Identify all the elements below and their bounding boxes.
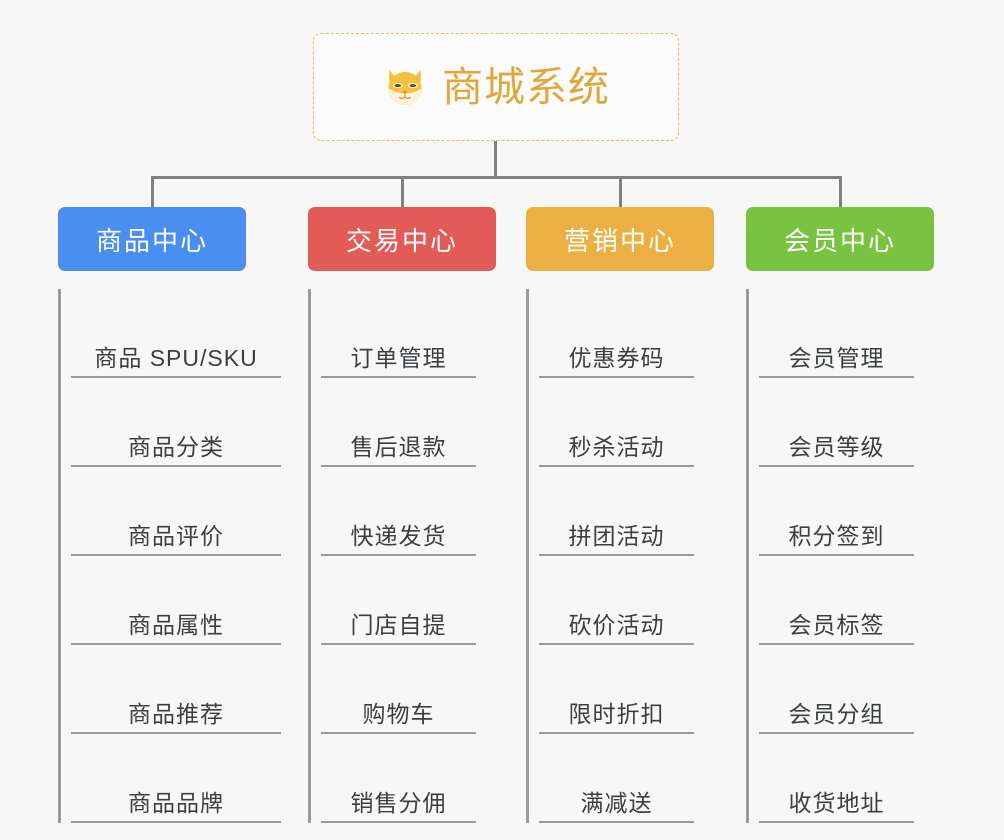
list-item[interactable]: 会员标签	[759, 556, 914, 645]
leaf-label: 会员管理	[788, 345, 885, 371]
leaf-underline	[539, 376, 694, 378]
leaf-label: 商品属性	[128, 612, 224, 638]
leaf-underline	[321, 643, 476, 645]
list-item[interactable]: 砍价活动	[539, 556, 694, 645]
leaf-label: 砍价活动	[568, 612, 665, 638]
list-item[interactable]: 快递发货	[321, 467, 476, 556]
leaf-label: 销售分佣	[350, 790, 447, 816]
leaf-underline	[759, 376, 914, 378]
leaf-label: 秒杀活动	[568, 434, 665, 460]
leaf-label: 售后退款	[350, 434, 447, 460]
list-item[interactable]: 会员管理	[759, 289, 914, 378]
leaf-underline	[539, 465, 694, 467]
leaf-underline	[759, 465, 914, 467]
leaf-label: 拼团活动	[568, 523, 665, 549]
leaf-list-1: 订单管理 售后退款 快递发货 门店自提 购物车 销售分佣	[308, 289, 476, 823]
leaf-label: 会员标签	[788, 612, 885, 638]
leaf-underline	[321, 465, 476, 467]
leaf-label: 满减送	[580, 790, 653, 816]
leaf-underline	[71, 376, 281, 378]
leaf-label: 商品分类	[128, 434, 224, 460]
list-item[interactable]: 商品评价	[71, 467, 281, 556]
list-item[interactable]: 收货地址	[759, 734, 914, 823]
list-item[interactable]: 商品分类	[71, 378, 281, 467]
leaf-label: 收货地址	[788, 790, 885, 816]
category-column-2: 营销中心 优惠券码 秒杀活动 拼团活动 砍价活动 限时折扣 满减送	[526, 207, 714, 823]
leaf-label: 积分签到	[788, 523, 885, 549]
category-column-3: 会员中心 会员管理 会员等级 积分签到 会员标签 会员分组 收货地址	[746, 207, 934, 823]
list-item[interactable]: 商品属性	[71, 556, 281, 645]
leaf-underline	[321, 554, 476, 556]
leaf-label: 商品推荐	[128, 701, 224, 727]
leaf-underline	[759, 821, 914, 823]
leaf-underline	[71, 465, 281, 467]
leaf-list-2: 优惠券码 秒杀活动 拼团活动 砍价活动 限时折扣 满减送	[526, 289, 694, 823]
leaf-underline	[321, 821, 476, 823]
leaf-label: 商品 SPU/SKU	[94, 345, 258, 371]
leaf-label: 会员分组	[788, 701, 885, 727]
list-item[interactable]: 商品品牌	[71, 734, 281, 823]
connector-drop-3	[839, 176, 842, 209]
shiba-dog-face-icon	[388, 69, 422, 106]
leaf-underline	[539, 554, 694, 556]
list-item[interactable]: 秒杀活动	[539, 378, 694, 467]
category-header-0[interactable]: 商品中心	[58, 207, 246, 271]
leaf-label: 优惠券码	[568, 345, 665, 371]
leaf-underline	[759, 732, 914, 734]
leaf-list-3: 会员管理 会员等级 积分签到 会员标签 会员分组 收货地址	[746, 289, 914, 823]
leaf-underline	[321, 732, 476, 734]
leaf-label: 限时折扣	[568, 701, 665, 727]
root-node-shop-system[interactable]: 商城系统	[313, 33, 679, 141]
list-item[interactable]: 会员分组	[759, 645, 914, 734]
connector-drop-1	[401, 176, 404, 209]
leaf-underline	[759, 554, 914, 556]
category-header-3[interactable]: 会员中心	[746, 207, 934, 271]
leaf-underline	[539, 821, 694, 823]
list-item[interactable]: 限时折扣	[539, 645, 694, 734]
category-column-0: 商品中心 商品 SPU/SKU 商品分类 商品评价 商品属性 商品推荐 商品品牌	[58, 207, 281, 823]
leaf-underline	[539, 643, 694, 645]
list-item[interactable]: 商品 SPU/SKU	[71, 289, 281, 378]
category-header-2[interactable]: 营销中心	[526, 207, 714, 271]
leaf-underline	[71, 554, 281, 556]
connector-root-stem	[494, 141, 497, 178]
list-item[interactable]: 售后退款	[321, 378, 476, 467]
connector-drop-0	[151, 176, 154, 209]
leaf-underline	[71, 732, 281, 734]
leaf-label: 门店自提	[350, 612, 447, 638]
leaf-label: 商品评价	[128, 523, 224, 549]
leaf-label: 订单管理	[350, 345, 447, 371]
list-item[interactable]: 满减送	[539, 734, 694, 823]
leaf-list-0: 商品 SPU/SKU 商品分类 商品评价 商品属性 商品推荐 商品品牌	[58, 289, 281, 823]
leaf-underline	[759, 643, 914, 645]
leaf-underline	[539, 732, 694, 734]
connector-horizontal-bus	[151, 176, 842, 179]
list-item[interactable]: 积分签到	[759, 467, 914, 556]
list-item[interactable]: 商品推荐	[71, 645, 281, 734]
leaf-underline	[71, 643, 281, 645]
list-item[interactable]: 拼团活动	[539, 467, 694, 556]
list-item[interactable]: 门店自提	[321, 556, 476, 645]
leaf-label: 商品品牌	[128, 790, 224, 816]
connector-drop-2	[619, 176, 622, 209]
root-title: 商城系统	[442, 63, 610, 110]
list-item[interactable]: 销售分佣	[321, 734, 476, 823]
category-header-1[interactable]: 交易中心	[308, 207, 496, 271]
leaf-underline	[71, 821, 281, 823]
category-column-1: 交易中心 订单管理 售后退款 快递发货 门店自提 购物车 销售分佣	[308, 207, 496, 823]
leaf-underline	[321, 376, 476, 378]
leaf-label: 购物车	[362, 701, 435, 727]
list-item[interactable]: 订单管理	[321, 289, 476, 378]
list-item[interactable]: 会员等级	[759, 378, 914, 467]
leaf-label: 会员等级	[788, 434, 885, 460]
leaf-label: 快递发货	[350, 523, 447, 549]
list-item[interactable]: 优惠券码	[539, 289, 694, 378]
list-item[interactable]: 购物车	[321, 645, 476, 734]
